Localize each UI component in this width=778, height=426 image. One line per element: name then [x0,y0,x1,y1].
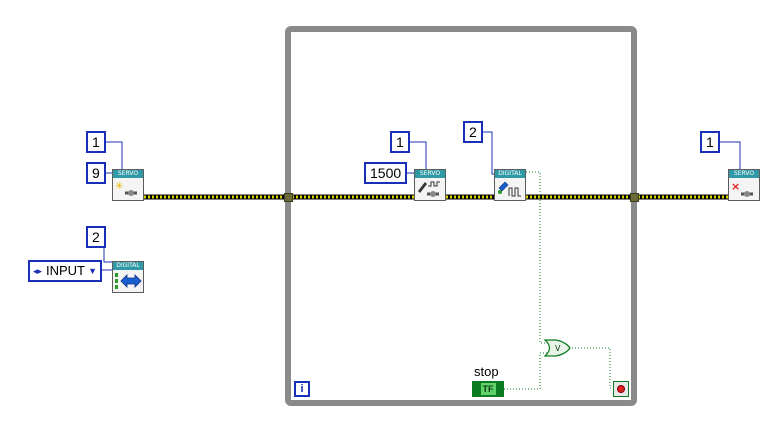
node-header: SERVO [729,170,759,178]
const-open-channel[interactable]: 1 [86,131,106,153]
servo-write-icon [418,181,440,197]
tf-indicator: TF [480,383,496,395]
svg-text:×: × [731,180,740,193]
servo-open-icon: ✳ [115,181,137,196]
loop-tunnel-left [284,193,293,202]
or-gate [543,339,571,357]
stop-label: stop [474,364,499,379]
const-setmode-pin[interactable]: 2 [86,226,106,248]
servo-open-node[interactable]: SERVO ✳ [112,169,144,201]
digital-read-node[interactable]: DIGITAL [494,169,526,201]
loop-condition-terminal[interactable] [613,381,629,397]
while-loop-frame[interactable] [285,26,637,406]
bidirectional-arrow-icon [115,273,142,289]
svg-text:V: V [555,344,561,353]
digital-read-icon [498,181,521,197]
const-close-channel[interactable]: 1 [700,131,720,153]
loop-tunnel-right [630,193,639,202]
const-write-channel[interactable]: 1 [390,131,410,153]
node-header: SERVO [113,170,143,178]
iteration-terminal: i [294,381,310,397]
servo-close-icon: × [731,180,753,197]
dropdown-arrow-icon: ▼ [88,266,97,276]
enum-value: INPUT [46,263,85,278]
servo-write-node[interactable]: SERVO [414,169,446,201]
node-header: DIGITAL [495,170,525,178]
digital-mode-enum[interactable]: ◂▸ INPUT ▼ [28,260,102,282]
node-header: SERVO [415,170,445,178]
svg-text:✳: ✳ [115,181,123,192]
servo-close-node[interactable]: SERVO × [728,169,760,201]
digital-setmode-node[interactable]: DIGITAL [112,261,144,293]
const-open-pin[interactable]: 9 [86,162,106,184]
stop-button-terminal[interactable]: TF [472,381,504,397]
enum-arrows-icon: ◂▸ [33,266,43,276]
stop-sign-icon [617,385,625,393]
node-header: DIGITAL [113,262,143,270]
const-write-value[interactable]: 1500 [364,162,408,184]
const-digital-pin[interactable]: 2 [463,121,483,143]
